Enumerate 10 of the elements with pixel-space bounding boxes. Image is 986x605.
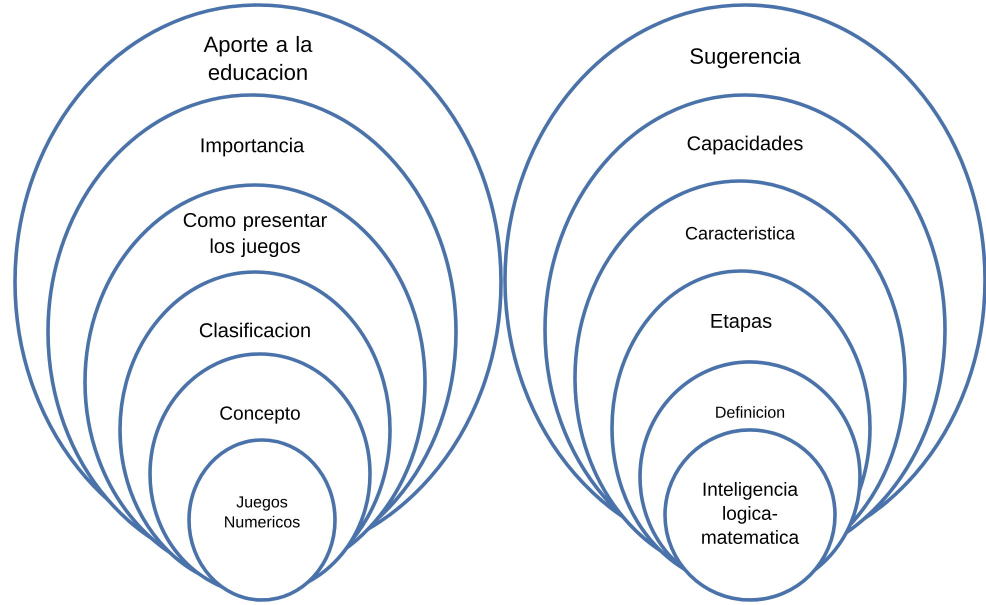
node-label: Clasificacion [200,322,310,338]
node-label: Importancia [202,138,304,156]
node-label: Definicion [716,406,784,418]
node-label: Como presentar los juegos [184,212,327,258]
node-label: Capacidades [688,136,803,154]
node-label: Juegos Numericos [225,496,300,528]
node-label: Concepto [220,406,300,424]
node-label: Etapas [712,314,772,332]
node-label: Caracteristica [686,226,795,240]
node-label: Inteligencia logica-matematica [702,482,800,544]
